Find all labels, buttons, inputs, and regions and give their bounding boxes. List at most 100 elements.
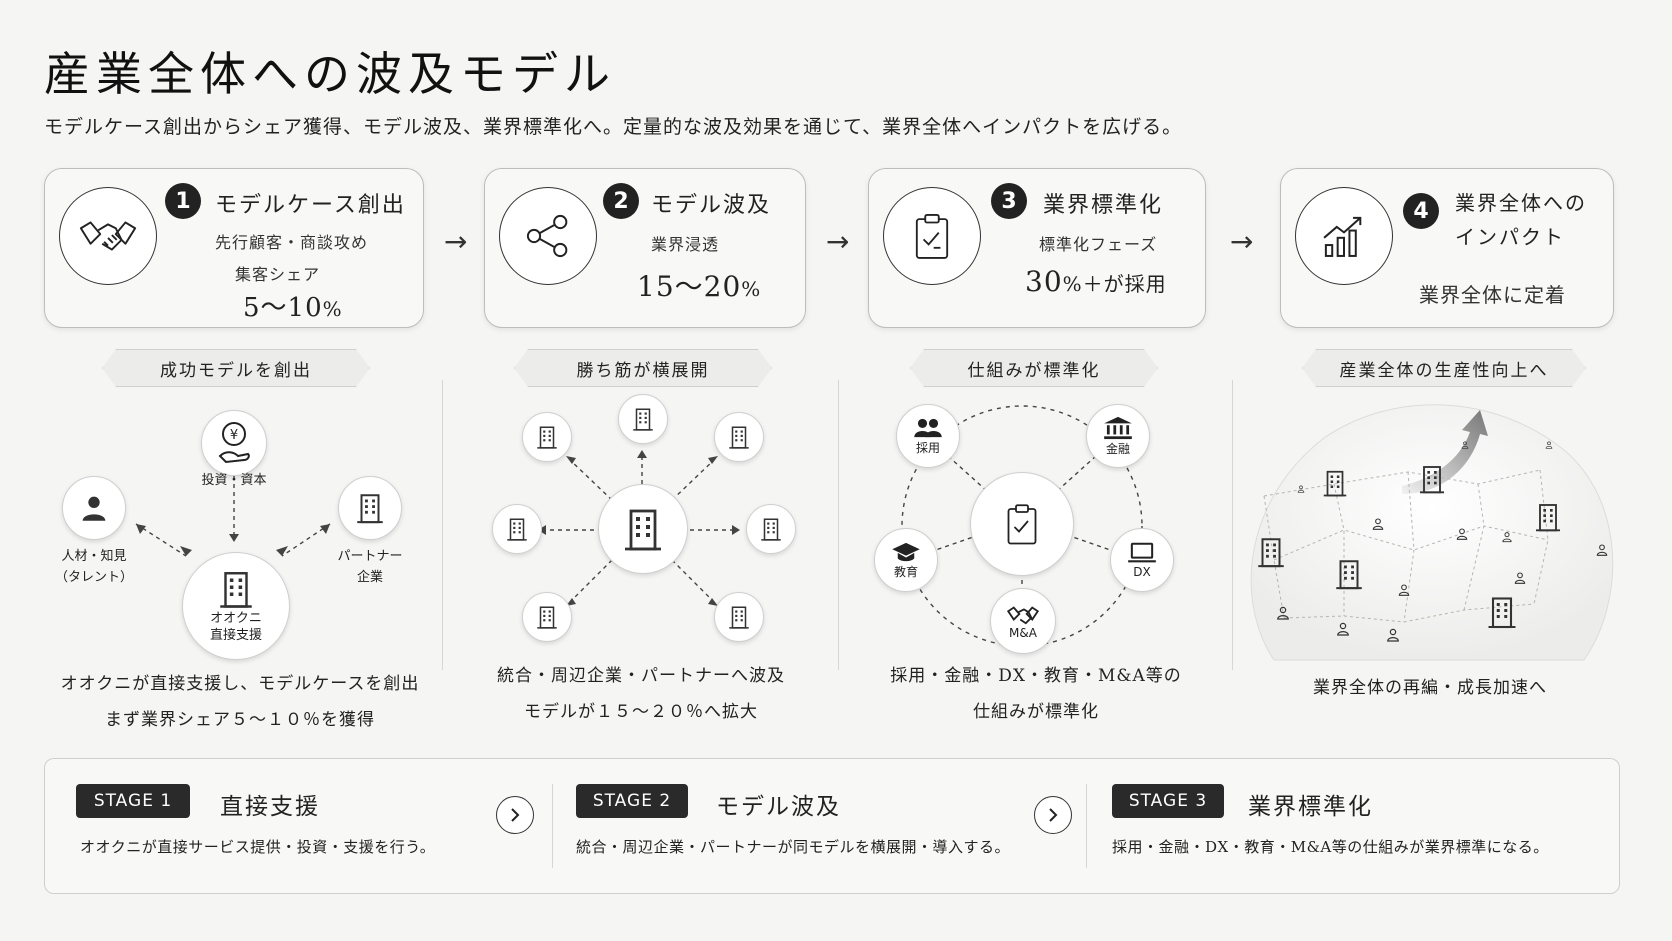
step-card-3: 3 業界標準化 標準化フェーズ 30%＋が採用 xyxy=(868,168,1206,328)
investment-node: ¥ xyxy=(201,410,267,476)
step-number-badge: 1 xyxy=(165,183,201,219)
building-icon xyxy=(726,424,752,450)
step-card-2: 2 モデル波及 業界浸透 15～20% xyxy=(484,168,806,328)
stage-separator xyxy=(552,784,553,868)
stage-description: オオクニが直接サービス提供・投資・支援を行う。 xyxy=(80,838,436,856)
card-subtitle: 標準化フェーズ xyxy=(1039,235,1158,254)
education-node: 教育 xyxy=(874,528,938,592)
stage-description: 統合・周辺企業・パートナーが同モデルを横展開・導入する。 xyxy=(576,838,1011,856)
step-number-badge: 2 xyxy=(603,183,639,219)
hub-company-node xyxy=(598,484,688,574)
card-title: 業界標準化 xyxy=(1043,193,1164,218)
card-value: 5～10% xyxy=(243,293,343,323)
flow-arrow: → xyxy=(826,225,850,258)
building-icon xyxy=(630,406,656,432)
satellite-company-node xyxy=(714,592,764,642)
node-label: 教育 xyxy=(893,564,918,579)
section-ribbon: 産業全体の生産性向上へ xyxy=(1302,349,1586,387)
satellite-company-node xyxy=(522,592,572,642)
ma-node: M&A xyxy=(990,588,1056,654)
card-title: モデルケース創出 xyxy=(215,193,406,218)
bank-icon xyxy=(1104,416,1132,439)
card-subtitle: 業界浸透 xyxy=(651,235,720,254)
finance-node: 金融 xyxy=(1086,404,1150,468)
node-label: M&A xyxy=(1009,626,1037,640)
dx-node: DX xyxy=(1110,528,1174,592)
stage-name: 直接支援 xyxy=(220,794,320,820)
panel1-connectors xyxy=(135,468,331,557)
people-icon xyxy=(914,418,942,437)
step-card-1: 1 モデルケース創出 先行顧客・商談攻め 集客シェア 5～10% xyxy=(44,168,424,328)
stage-name: 業界標準化 xyxy=(1248,794,1373,820)
chevron-right-icon xyxy=(511,808,520,822)
flow-arrow: → xyxy=(444,225,468,258)
panel4-caption: 業界全体の再編・成長加速へ xyxy=(1313,678,1547,698)
handshake-icon xyxy=(1006,606,1040,625)
industry-network-illustration xyxy=(1250,404,1614,661)
section-ribbon: 仕組みが標準化 xyxy=(910,349,1158,387)
chevron-right-icon xyxy=(1049,808,1058,822)
talent-node xyxy=(62,476,126,540)
investment-label: 投資・資本 xyxy=(201,473,267,488)
section-ribbon: 勝ち筋が横展開 xyxy=(514,349,772,387)
building-icon xyxy=(534,424,560,450)
flow-arrow: → xyxy=(1230,225,1254,258)
node-label: 金融 xyxy=(1105,441,1130,456)
stage-description: 採用・金融・DX・教育・M&A等の仕組みが業界標準になる。 xyxy=(1112,838,1549,856)
satellite-company-node xyxy=(618,394,668,444)
clipboard-check-icon xyxy=(1007,504,1037,545)
step-card-4: 4 業界全体への インパクト 業界全体に定着 xyxy=(1280,168,1614,328)
person-icon xyxy=(77,491,111,525)
stage-separator xyxy=(1086,784,1087,868)
card-value: 30%＋が採用 xyxy=(1025,265,1167,298)
section-ribbon: 成功モデルを創出 xyxy=(102,349,370,387)
satellite-company-node xyxy=(746,504,796,554)
panel3-connectors xyxy=(901,405,1143,647)
panel1-caption: オオクニが直接支援し、モデルケースを創出 まず業界シェア５～１０％を獲得 xyxy=(60,674,420,730)
recruiting-node: 採用 xyxy=(896,404,960,468)
satellite-company-node xyxy=(522,412,572,462)
stage-badge: STAGE 2 xyxy=(576,784,688,818)
satellite-company-node xyxy=(714,412,764,462)
node-label: DX xyxy=(1133,565,1151,579)
card-value: 15～20% xyxy=(637,270,762,303)
stage-next-button[interactable] xyxy=(1034,796,1072,834)
page-subtitle: モデルケース創出からシェア獲得、モデル波及、業界標準化へ。定量的な波及効果を通じ… xyxy=(44,116,1183,138)
building-icon xyxy=(504,516,530,542)
clipboard-check-icon xyxy=(883,187,981,285)
panel2-connectors xyxy=(538,450,740,606)
stage-summary-panel xyxy=(44,758,1620,894)
page-title: 産業全体への波及モデル xyxy=(44,47,616,101)
building-icon xyxy=(758,516,784,542)
graduation-cap-icon xyxy=(892,542,920,561)
card-title-line-1: 業界全体への xyxy=(1455,191,1587,215)
step-number-badge: 4 xyxy=(1403,193,1439,229)
section-divider xyxy=(442,380,443,670)
partner-node xyxy=(338,476,402,540)
center-label-2: 直接支援 xyxy=(209,628,262,643)
card-value: 業界全体に定着 xyxy=(1419,283,1566,307)
step-number-badge: 3 xyxy=(991,183,1027,219)
panel2-caption: 統合・周辺企業・パートナーへ波及 モデルが１５～２０％へ拡大 xyxy=(497,666,785,722)
growth-chart-icon xyxy=(1295,187,1393,285)
okuni-center-node: オオクニ 直接支援 xyxy=(182,552,290,660)
card-subtitle: 先行顧客・商談攻め xyxy=(215,233,369,252)
section-divider xyxy=(838,380,839,670)
yen-hand-icon: ¥ xyxy=(218,422,250,464)
upward-arrow-icon xyxy=(1402,410,1488,494)
stage-next-button[interactable] xyxy=(496,796,534,834)
partner-label: パートナー企業 xyxy=(337,549,403,585)
card-subtitle-2: 集客シェア xyxy=(235,265,321,284)
card-title-line-2: インパクト xyxy=(1455,225,1565,249)
node-label: 採用 xyxy=(915,440,940,455)
standard-hub-node xyxy=(970,472,1074,576)
building-icon xyxy=(213,568,259,610)
handshake-icon xyxy=(59,187,157,285)
card-title: モデル波及 xyxy=(651,193,772,218)
stage-badge: STAGE 1 xyxy=(76,784,190,818)
svg-text:¥: ¥ xyxy=(230,428,238,443)
building-icon xyxy=(726,604,752,630)
share-icon xyxy=(499,187,597,285)
satellite-company-node xyxy=(492,504,542,554)
talent-label: 人材・知見（タレント） xyxy=(54,549,133,585)
